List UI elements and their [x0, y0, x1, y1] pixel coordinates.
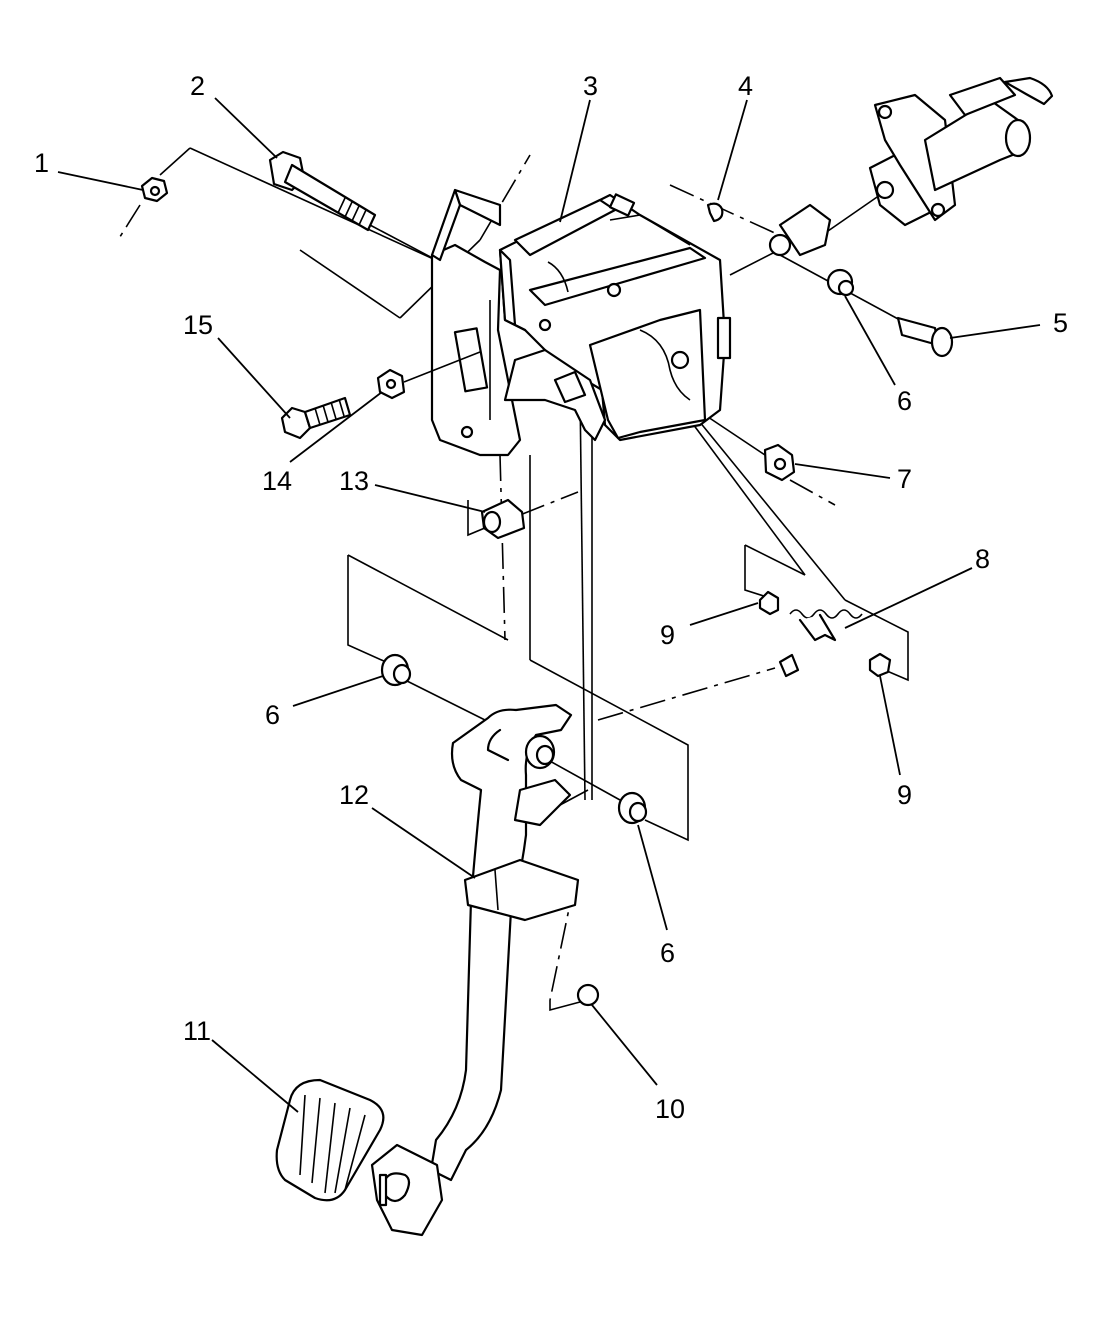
callout-7: 7 [897, 464, 912, 494]
master-cylinder [768, 76, 1054, 257]
leader-10 [591, 1004, 658, 1086]
callout-15: 15 [183, 310, 213, 340]
pin-part-5 [896, 316, 954, 358]
callout-6-left: 6 [265, 700, 280, 730]
leader-8 [844, 567, 973, 629]
bolt-path-line [189, 147, 441, 263]
spring-box-right [844, 599, 909, 682]
bolt-part-2 [268, 150, 377, 232]
callout-6-right: 6 [660, 938, 675, 968]
nut-path-line [159, 147, 191, 176]
leader-4 [717, 99, 748, 201]
leader-11 [211, 1039, 299, 1113]
callout-labels: 1 2 3 4 5 6 7 8 9 9 6 6 10 11 12 13 14 1… [34, 71, 1068, 1124]
clip-part-4 [706, 202, 724, 223]
spring-box-left [744, 545, 771, 599]
pedal-pad-part-11 [275, 1078, 385, 1202]
clip-centerline [669, 184, 791, 241]
callout-1: 1 [34, 148, 49, 178]
leader-9a [689, 602, 759, 626]
bolt-bracket-line [299, 249, 401, 319]
small-pin [778, 653, 800, 678]
callout-10: 10 [655, 1094, 685, 1124]
callout-14: 14 [262, 466, 292, 496]
leader-6a [844, 295, 896, 386]
bracket-side-plate [430, 188, 522, 457]
pin-centerline [597, 667, 776, 721]
linkage-plate [503, 348, 607, 442]
leader-1 [57, 171, 144, 191]
bushing-part-13 [480, 498, 526, 540]
callout-4: 4 [738, 71, 753, 101]
nut-part-14 [376, 351, 481, 400]
callout-9-left: 9 [660, 620, 675, 650]
callout-2: 2 [190, 71, 205, 101]
pushrod-line [729, 251, 776, 276]
pedal-rod-link [559, 789, 589, 806]
leader-12 [371, 807, 476, 879]
pedal-foot-plate [370, 1143, 444, 1237]
bushing-axis-right [547, 759, 621, 801]
bolt-part-15 [280, 396, 352, 440]
bracket-part-3 [498, 193, 732, 442]
pedal-arm-part-12 [429, 703, 580, 1182]
leader-15 [217, 337, 291, 419]
leader-6b [292, 675, 384, 707]
bushing-part-6-left [380, 653, 412, 687]
callout-3: 3 [583, 71, 598, 101]
leader-6c [637, 824, 668, 931]
bushing-box-left [347, 555, 387, 663]
bushing-centerline [519, 491, 579, 516]
stop-part-10 [576, 983, 600, 1007]
bushing-part-6-right [617, 791, 648, 825]
spring-guide-line-1 [689, 419, 806, 576]
leader-13 [374, 484, 486, 513]
leader-3 [559, 99, 591, 223]
nut-part-7 [763, 443, 796, 482]
callout-9-right: 9 [897, 780, 912, 810]
callout-8: 8 [975, 544, 990, 574]
callout-11: 11 [183, 1016, 211, 1046]
nut-part-1 [140, 176, 169, 203]
bushing-box-left-top [347, 554, 509, 641]
leader-5 [949, 324, 1041, 339]
spring-box-top [744, 544, 806, 576]
bracket-centerline [479, 154, 531, 241]
leader-9b [879, 675, 901, 776]
bushing-axis-left [404, 679, 496, 726]
bushing-part-6-top [826, 268, 855, 297]
switch-box [549, 1000, 581, 1012]
spring-assembly [758, 590, 892, 678]
spring-guide-line-2 [689, 409, 846, 601]
bolt2-axis [369, 224, 441, 263]
bushing-box-right [529, 659, 689, 842]
callout-5: 5 [1053, 308, 1068, 338]
callout-12: 12 [339, 780, 369, 810]
leader-2 [214, 97, 278, 159]
nut-centerline [117, 204, 141, 241]
leader-14 [289, 391, 383, 463]
vertical-rod-1 [579, 389, 586, 801]
callout-13: 13 [339, 466, 369, 496]
alignment-lines [117, 147, 909, 1012]
leader-7 [794, 463, 891, 479]
vertical-centerline-left [499, 454, 506, 641]
callout-6-top: 6 [897, 386, 912, 416]
nut7-centerline [789, 479, 836, 506]
leader-lines [57, 97, 1041, 1113]
